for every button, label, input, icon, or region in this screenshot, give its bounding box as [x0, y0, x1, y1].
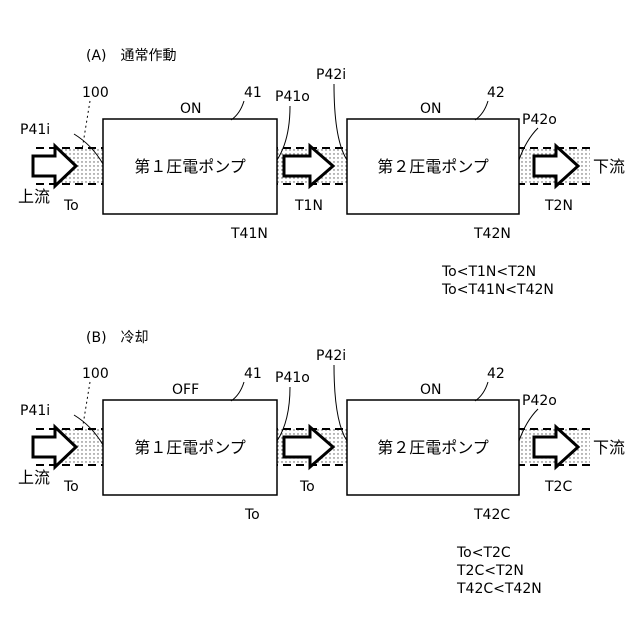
section-a-title: (A) 通常作動: [86, 48, 177, 64]
section-b: (B) 冷却 第１圧電ポンプ 第２圧電ポンプ OFF ON 41 42 100 …: [18, 330, 625, 597]
section-b-downstream-label: 下流: [593, 438, 625, 457]
section-b-title: (B) 冷却: [86, 330, 149, 346]
section-a-pump2-temp: T42N: [473, 226, 511, 242]
section-b-pump1-ref: 41: [244, 366, 262, 382]
section-b-port-p41o: P41o: [275, 370, 310, 386]
section-a-ref-100: 100: [82, 85, 109, 101]
section-b-pump2-ref: 42: [487, 366, 505, 382]
section-b-relation-3: T42C<T42N: [456, 581, 542, 597]
section-a-port-p42o: P42o: [522, 112, 557, 128]
section-a-pump1-ref-leader: [231, 101, 244, 120]
section-b-pump2-state: ON: [420, 382, 442, 398]
section-a-pump1-temp: T41N: [230, 226, 268, 242]
section-a-pump2-ref: 42: [487, 85, 505, 101]
section-a-port-p42i: P42i: [316, 67, 346, 83]
section-a-temp-in: To: [63, 198, 79, 214]
section-b-port-p41i: P41i: [20, 403, 50, 419]
section-b-temp-mid: To: [299, 479, 315, 495]
section-a-pump2-ref-leader: [475, 101, 488, 120]
section-a-pump2-name: 第２圧電ポンプ: [377, 157, 489, 176]
section-a-port-p41i: P41i: [20, 122, 50, 138]
section-b-pump1-ref-leader: [231, 382, 244, 401]
section-b-temp-out: T2C: [544, 479, 572, 495]
section-a-pump2-state: ON: [420, 101, 442, 117]
section-b-pump1-name: 第１圧電ポンプ: [134, 438, 246, 457]
section-b-relation-2: T2C<T2N: [456, 563, 524, 579]
section-b-ref-100: 100: [82, 366, 109, 382]
section-a-port-p41o: P41o: [275, 89, 310, 105]
section-b-upstream-label: 上流: [18, 468, 50, 487]
section-b-pump2-temp: T42C: [473, 507, 510, 523]
section-b-relation-1: To<T2C: [456, 545, 511, 561]
section-b-pump2-name: 第２圧電ポンプ: [377, 438, 489, 457]
section-a-relation-2: To<T41N<T42N: [441, 282, 554, 298]
section-b-port-p42o: P42o: [522, 393, 557, 409]
section-b-temp-in: To: [63, 479, 79, 495]
section-b-port-p42i: P42i: [316, 348, 346, 364]
section-b-pump2-ref-leader: [475, 382, 488, 401]
section-a-upstream-label: 上流: [18, 187, 50, 206]
section-a-pump1-state: ON: [180, 101, 202, 117]
section-a-temp-out: T2N: [544, 198, 573, 214]
section-a-pump1-ref: 41: [244, 85, 262, 101]
section-a-relation-1: To<T1N<T2N: [441, 264, 536, 280]
section-b-pump1-state: OFF: [172, 382, 199, 398]
section-a: (A) 通常作動 第１圧電ポンプ 第２圧電ポンプ ON ON 41 42 100…: [18, 48, 625, 298]
section-a-downstream-label: 下流: [593, 157, 625, 176]
section-a-pump1-name: 第１圧電ポンプ: [134, 157, 246, 176]
section-a-temp-mid: T1N: [294, 198, 323, 214]
section-b-pump1-temp: To: [244, 507, 260, 523]
